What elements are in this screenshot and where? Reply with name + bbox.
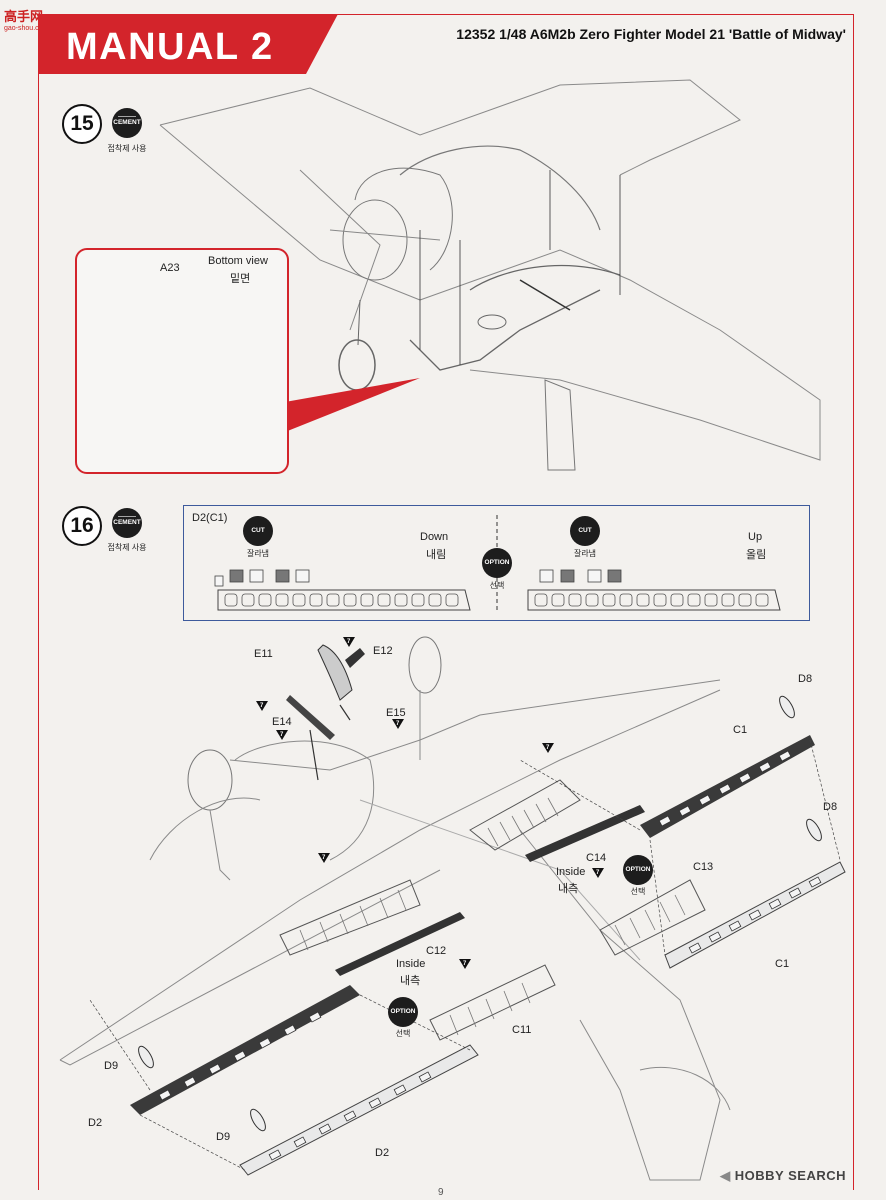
cut-icon: CUT <box>570 516 600 546</box>
option-box-flaps <box>183 505 810 621</box>
bottom-view-label-kr: 밑면 <box>230 273 251 285</box>
cement-label: 접착제 사용 <box>107 144 147 153</box>
svg-text:7: 7 <box>260 703 264 709</box>
inside-label-kr: 내측 <box>558 883 579 895</box>
option-icon: OPTION <box>482 548 512 578</box>
cut-label: 잘라냄 <box>573 549 597 558</box>
manual-banner <box>38 14 338 74</box>
svg-text:7: 7 <box>596 870 600 876</box>
part-label-d8: D8 <box>798 673 813 685</box>
part-label-d2: D2 <box>88 1117 103 1129</box>
part-label-c1: C1 <box>733 724 748 736</box>
option-icon: OPTION <box>388 997 418 1027</box>
part-label-c11: C11 <box>512 1024 532 1036</box>
part-label-d9: D9 <box>216 1131 231 1143</box>
down-label: Down <box>420 531 449 543</box>
option-label: 선택 <box>630 887 646 896</box>
option-label: 선택 <box>489 581 505 590</box>
part-label-e11: E11 <box>254 648 273 660</box>
part-label-e14: E14 <box>272 716 292 728</box>
inside-label: Inside <box>396 958 426 970</box>
inside-label: Inside <box>556 866 586 878</box>
product-title: 12352 1/48 A6M2b Zero Fighter Model 21 '… <box>456 26 846 42</box>
option-icon: OPTION <box>623 855 653 885</box>
cement-label: 접착제 사용 <box>107 543 147 552</box>
hobby-search-logo: ◀ HOBBY SEARCH <box>720 1168 846 1183</box>
manual-title: MANUAL 2 <box>66 26 274 68</box>
cement-icon: CEMENT <box>112 108 142 138</box>
svg-text:7: 7 <box>546 745 550 751</box>
watermark: 高手网 gao-shou.com <box>4 9 49 32</box>
down-label-kr: 내림 <box>426 549 447 561</box>
bottom-view-inset <box>75 248 289 474</box>
svg-text:7: 7 <box>280 732 284 738</box>
up-label: Up <box>748 531 763 543</box>
svg-text:7: 7 <box>396 721 400 727</box>
cement-icon: CEMENT <box>112 508 142 538</box>
part-label-d8: D8 <box>823 801 838 813</box>
svg-text:7: 7 <box>322 855 326 861</box>
page-frame <box>38 14 854 1190</box>
part-label-d2c1: D2(C1) <box>192 512 228 524</box>
step-16-number: 16 <box>62 506 102 546</box>
part-label-c1: C1 <box>775 958 790 970</box>
option-label: 선택 <box>395 1029 411 1038</box>
part-label-c13: C13 <box>693 861 714 873</box>
part-label-a23: A23 <box>160 262 180 274</box>
step-15-number: 15 <box>62 104 102 144</box>
inside-label-kr: 내측 <box>400 975 421 987</box>
page-number: 9 <box>438 1187 444 1198</box>
part-label-d2: D2 <box>375 1147 390 1159</box>
part-label-d9: D9 <box>104 1060 119 1072</box>
cut-icon: CUT <box>243 516 273 546</box>
up-label-kr: 올림 <box>746 549 767 561</box>
part-label-e12: E12 <box>373 645 393 657</box>
svg-text:7: 7 <box>463 961 467 967</box>
bottom-view-label: Bottom view <box>208 255 268 267</box>
svg-text:7: 7 <box>347 639 351 645</box>
part-label-e15: E15 <box>386 707 406 719</box>
logo-icon: ◀ <box>720 1168 735 1183</box>
cut-label: 잘라냄 <box>246 549 270 558</box>
part-label-c14: C14 <box>586 852 607 864</box>
part-label-c12: C12 <box>426 945 447 957</box>
